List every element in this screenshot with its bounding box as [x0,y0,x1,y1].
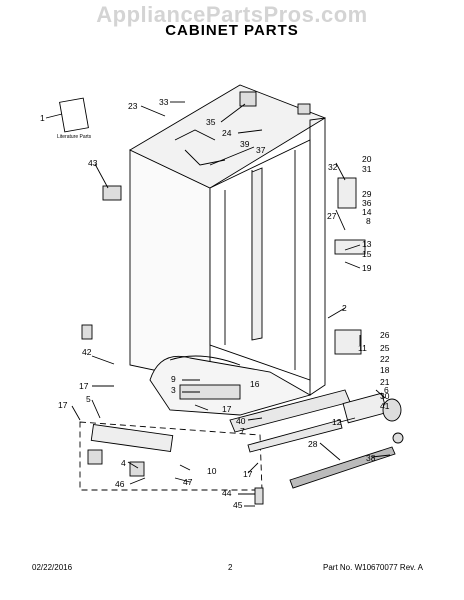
callout-12: 12 [332,417,342,427]
callout-1: 1 [40,113,45,123]
kickplate [289,446,396,489]
callout-10: 10 [207,466,217,476]
callout-38: 38 [366,453,376,463]
callout-26: 26 [380,330,390,340]
callout-7: 7 [240,426,245,436]
motor-assembly [342,392,388,424]
callout-8: 8 [366,216,371,226]
callout-28: 28 [308,439,318,449]
watermark: AppliancePartsPros.com [96,2,368,27]
callout-43: 43 [88,158,98,168]
callout-16: 16 [250,379,260,389]
callout-29: 29 [362,189,372,199]
footer-page-number: 2 [228,563,233,572]
cabinet-left-panel [129,149,211,383]
callout-32: 32 [328,162,338,172]
footer-part-number: Part No. W10670077 Rev. A [323,563,423,572]
callout-17b: 17 [58,400,68,410]
callout-27: 27 [327,211,337,221]
callout-23: 23 [128,101,138,111]
callout-20: 20 [362,154,372,164]
callout-2: 2 [342,303,347,313]
callout-6: 6 [384,385,389,395]
callout-25: 25 [380,343,390,353]
callout-45: 45 [233,500,243,510]
callout-35: 35 [206,117,216,127]
hinge-plate [337,177,357,209]
callout-42: 42 [82,347,92,357]
callout-14: 14 [362,207,372,217]
callout-18: 18 [380,365,390,375]
callout-22: 22 [380,354,390,364]
callout-24: 24 [222,128,232,138]
callout-9: 9 [171,374,176,384]
callout-13: 13 [362,239,372,249]
callout-31: 31 [362,164,372,174]
callout-39: 39 [240,139,250,149]
cabinet-right-panel [309,117,326,396]
literature-packet [59,97,89,133]
callout-36: 36 [362,198,372,208]
callout-37: 37 [256,145,266,155]
callout-17a: 17 [79,381,89,391]
callout-30: 30 [380,391,390,401]
callout-17d: 17 [243,469,253,479]
callout-15: 15 [362,249,372,259]
top-hinge-bracket [239,91,257,107]
callout-44: 44 [222,488,232,498]
callout-5: 5 [86,394,91,404]
callout-40: 40 [236,416,246,426]
callout-17c: 17 [222,404,232,414]
callout-11: 11 [358,343,367,353]
callout-19: 19 [362,263,372,273]
footer-date: 02/22/2016 [32,563,73,572]
callout-21: 21 [380,377,390,387]
literature-parts-label: Literature Parts [57,134,92,140]
callout-47: 47 [183,477,193,487]
page-title: CABINET PARTS [165,22,299,39]
callout-41: 41 [380,401,390,411]
callout-3: 3 [171,385,176,395]
callout-4: 4 [121,458,126,468]
callout-46: 46 [115,479,125,489]
callout-33: 33 [159,97,169,107]
